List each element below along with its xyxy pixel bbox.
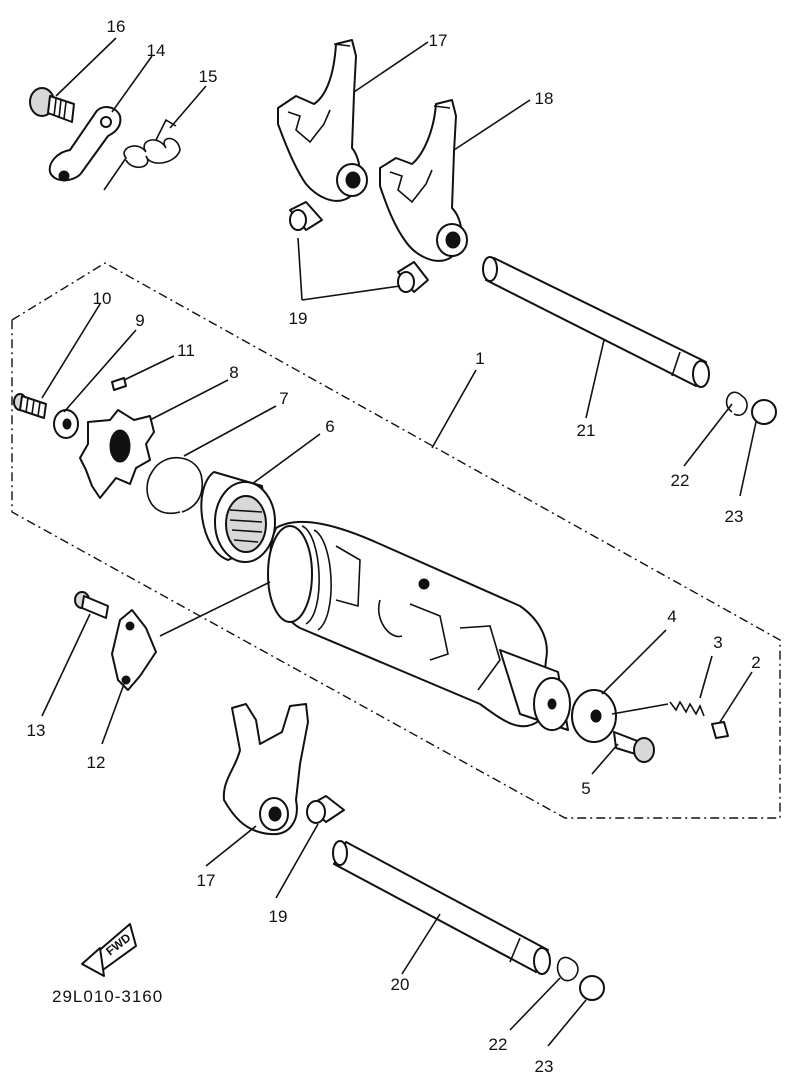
part-2-plunger: [711, 721, 729, 739]
callout-6: 6: [325, 417, 334, 436]
callout-19-bottom: 19: [269, 907, 288, 926]
part-18-shift-fork: [379, 99, 468, 262]
callout-12: 12: [87, 753, 106, 772]
callout-7: 7: [279, 389, 288, 408]
part-10-screw: [13, 393, 47, 419]
part-4-plate-washer: [571, 689, 617, 743]
part-22-circlip-upper: [725, 391, 748, 416]
part-23-cap-lower: [579, 975, 605, 1001]
part-21-guide-bar: [482, 256, 710, 388]
part-12-plate: [111, 609, 157, 691]
callout-3: 3: [713, 633, 722, 652]
part-23-cap-upper: [751, 399, 777, 425]
callout-2: 2: [751, 653, 760, 672]
assembly-boundary: [11, 262, 781, 819]
part-17-shift-fork-lower: [222, 703, 309, 836]
callout-16: 16: [107, 17, 126, 36]
part-19-pin-upper-b: [397, 261, 429, 293]
part-19-pin-lower: [306, 795, 345, 824]
callout-5: 5: [581, 779, 590, 798]
callout-22-top: 22: [671, 471, 690, 490]
shift-drum: [267, 520, 571, 731]
part-16-bolt: [29, 87, 75, 123]
callout-23-top: 23: [725, 507, 744, 526]
callout-labels: 16 14 15 17 18 19 10 9 11 8 7 6 1 21 22 …: [27, 17, 761, 1076]
part-9-washer: [53, 409, 79, 439]
callout-11: 11: [177, 341, 195, 360]
part-20-guide-bar: [332, 840, 551, 975]
callout-10: 10: [93, 289, 112, 308]
part-22-circlip-lower: [556, 956, 579, 982]
callout-14: 14: [147, 41, 166, 60]
callout-17-top: 17: [429, 31, 448, 50]
part-13-screw: [74, 591, 109, 619]
callout-13: 13: [27, 721, 46, 740]
callout-19-top: 19: [289, 309, 308, 328]
part-3-spring: [669, 700, 705, 717]
callout-8: 8: [229, 363, 238, 382]
callout-17-bottom: 17: [197, 871, 216, 890]
callout-1: 1: [475, 349, 484, 368]
callout-23-bottom: 23: [535, 1057, 554, 1076]
part-7-circlip: [146, 457, 204, 515]
part-14-lever: [48, 106, 122, 182]
callout-22-bottom: 22: [489, 1035, 508, 1054]
part-6-bearing: [200, 471, 276, 563]
callout-18: 18: [535, 89, 554, 108]
callout-9: 9: [135, 311, 144, 330]
part-code: 29L010-3160: [52, 987, 163, 1006]
part-19-pin-upper-a: [289, 201, 323, 231]
callout-20: 20: [391, 975, 410, 994]
part-8-segment: [79, 409, 155, 499]
callout-21: 21: [577, 421, 596, 440]
part-5-screw: [613, 731, 655, 763]
callout-4: 4: [667, 607, 676, 626]
part-17-shift-fork-upper: [277, 39, 368, 202]
leader-lines: [41, 37, 757, 1047]
fwd-arrow-icon: FWD: [81, 923, 137, 977]
part-11-pin: [111, 377, 127, 391]
callout-15: 15: [199, 67, 218, 86]
